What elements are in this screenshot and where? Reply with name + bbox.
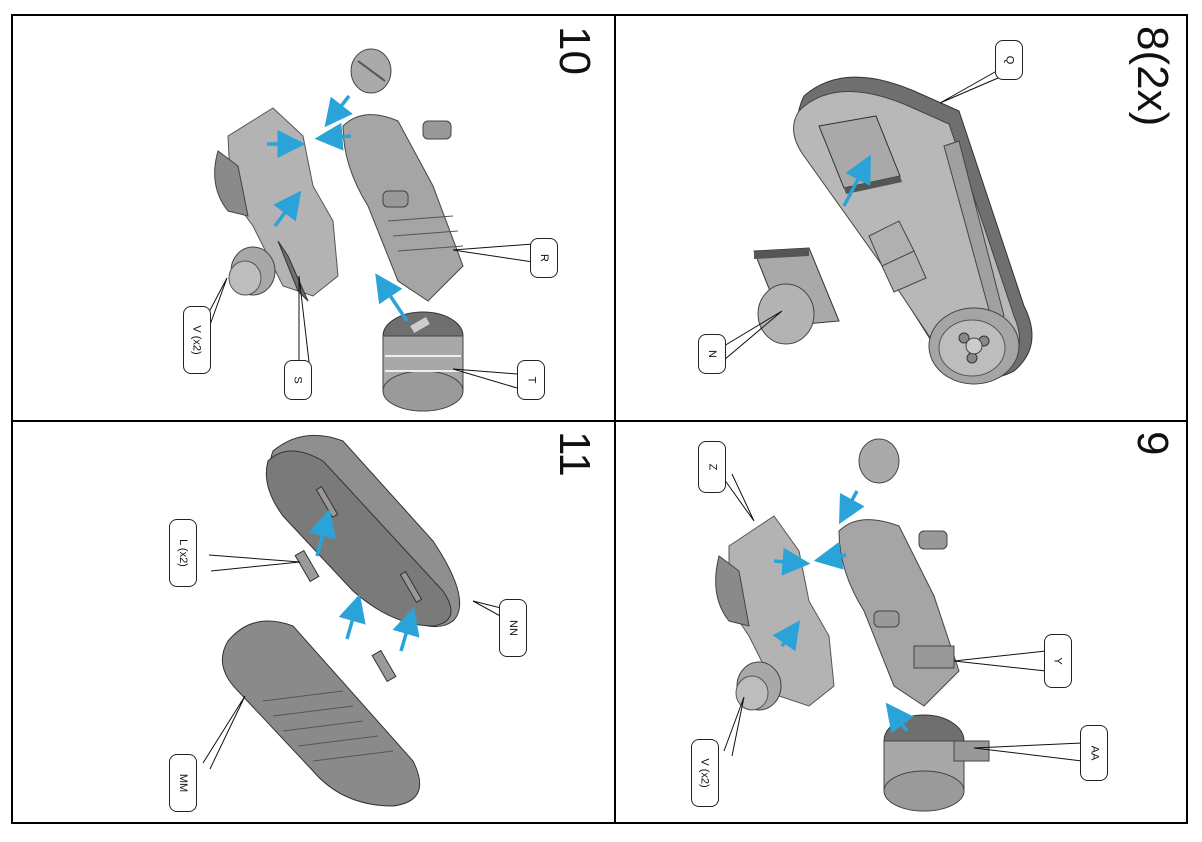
step-number: 11 <box>550 431 599 477</box>
callout-label: Z <box>705 463 718 471</box>
step-11-illustration <box>202 434 514 807</box>
horizontal-divider <box>13 420 1186 422</box>
part-callout-l: L (x2) <box>169 519 197 587</box>
callout-label: L (x2) <box>177 539 189 567</box>
step-10-illustration <box>198 48 534 412</box>
callout-label: MM <box>176 773 189 793</box>
callout-label: V (x2) <box>191 325 203 355</box>
panel-step-10: 10 R S T V (x2) <box>13 16 612 419</box>
part-callout-r: R <box>530 238 558 278</box>
callout-label: T <box>524 376 537 384</box>
part-callout-v: V (x2) <box>183 306 211 374</box>
part-callout-aa: AA <box>1080 725 1108 781</box>
part-callout-s: S <box>284 360 312 400</box>
vertical-divider <box>614 16 616 822</box>
part-callout-mm: MM <box>169 754 197 812</box>
part-callout-nn: NN <box>499 599 527 657</box>
step-9-illustration <box>715 438 1083 812</box>
step-number: 10 <box>550 26 599 75</box>
part-callout-y: Y <box>1044 634 1072 688</box>
callout-label: AA <box>1088 745 1100 761</box>
step-number: 9 <box>1128 431 1177 456</box>
step-number: 8(2x) <box>1128 26 1177 127</box>
callout-label: Y <box>1052 657 1064 665</box>
panel-step-11: 11 L (x2) NN MM <box>13 421 612 824</box>
callout-label: R <box>537 254 550 262</box>
part-callout-v: V (x2) <box>691 739 719 807</box>
callout-label: NN <box>506 620 519 636</box>
part-callout-t: T <box>517 360 545 400</box>
callout-label: V (x2) <box>699 758 711 788</box>
panel-step-8: 8(2x) Q N <box>614 16 1188 419</box>
step-8-illustration <box>713 67 1033 385</box>
instruction-sheet <box>11 14 1188 824</box>
callout-label: S <box>292 376 304 384</box>
part-callout-n: N <box>698 334 726 374</box>
part-callout-q: Q <box>995 40 1023 80</box>
panel-step-9: 9 Z Y AA V (x2) <box>614 421 1188 824</box>
callout-label: Q <box>1003 55 1015 65</box>
part-callout-z: Z <box>698 441 726 493</box>
callout-label: N <box>705 350 718 358</box>
